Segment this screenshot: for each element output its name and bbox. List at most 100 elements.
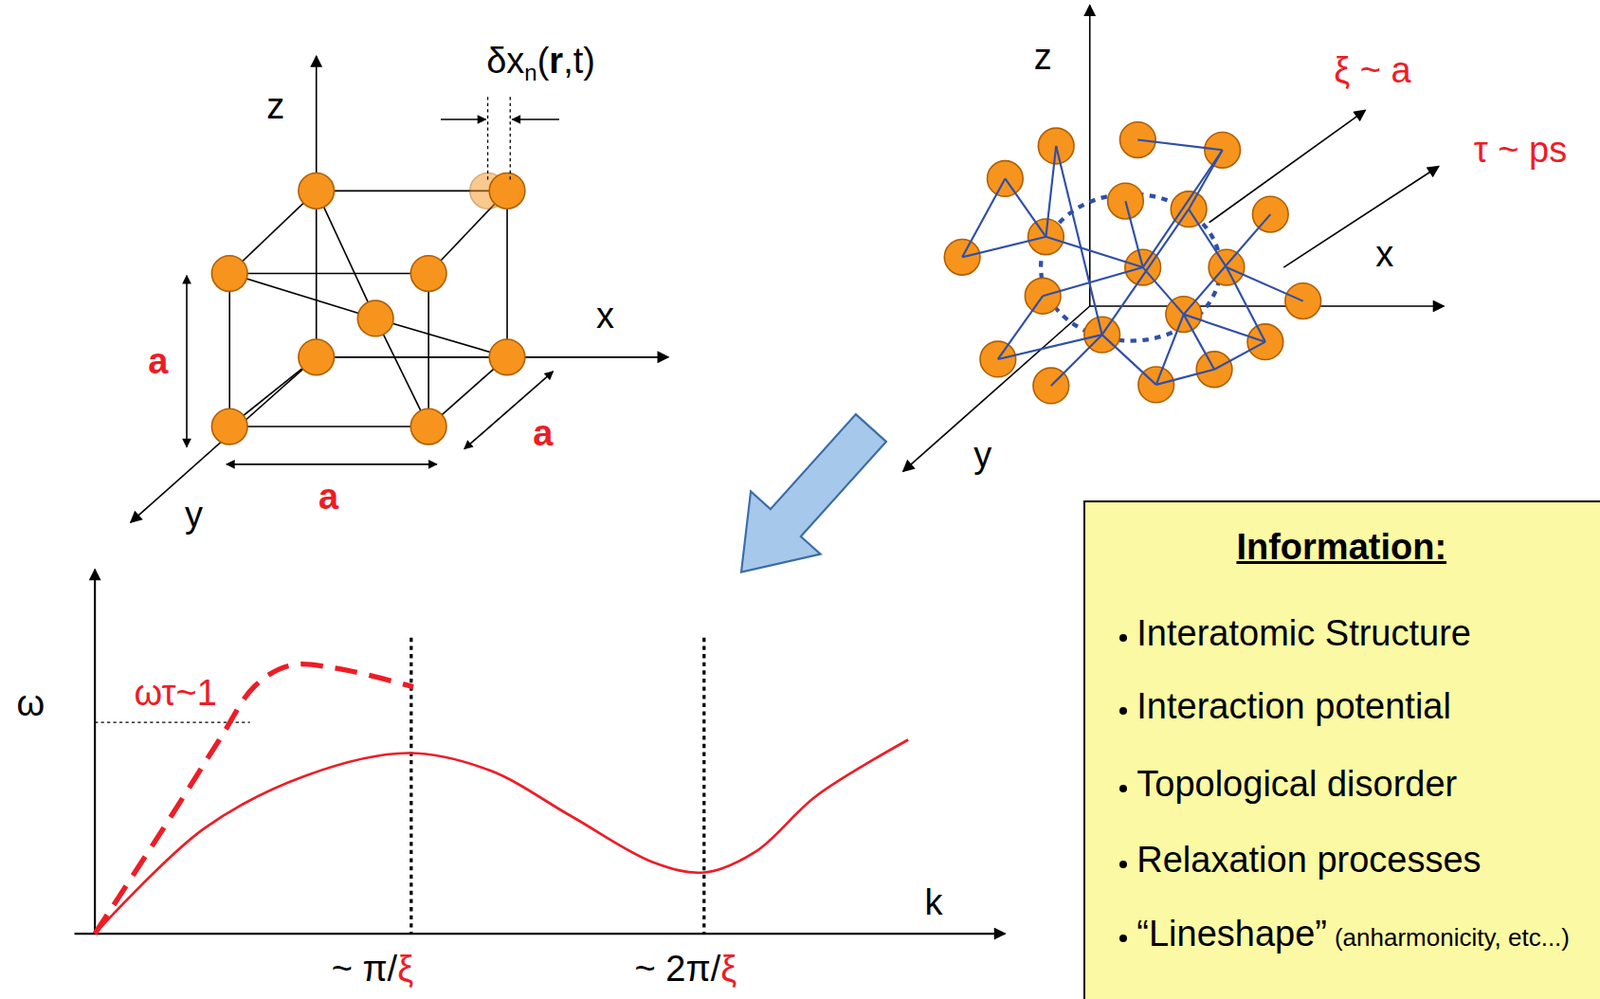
label-part: ~ 2π/: [635, 948, 722, 989]
axis-label: z: [1034, 37, 1053, 78]
transition-arrow: [706, 396, 906, 603]
displacement-arrow: [440, 118, 486, 121]
bullet-text: Interaction potential: [1136, 686, 1452, 727]
cube-edge: [228, 273, 231, 427]
bullet-text: Relaxation processes: [1136, 839, 1481, 880]
bullet-text: Interatomic Structure: [1136, 613, 1472, 654]
high-frequency-curve: [94, 664, 414, 934]
bond: [1156, 314, 1184, 385]
bond: [962, 178, 1005, 257]
z-axis: [1089, 4, 1091, 307]
axis-label: a: [532, 414, 553, 455]
axis-label: a: [147, 342, 168, 382]
displacement-guide: [509, 96, 511, 182]
label-group: ~ 2π/ξ: [635, 949, 738, 990]
label-part: ,t): [563, 40, 596, 81]
omega-axis: [93, 569, 96, 934]
bond: [1045, 145, 1056, 237]
axis-label: x: [596, 296, 615, 337]
bond: [1214, 342, 1266, 370]
bond: [1055, 145, 1102, 335]
bullet-row: Interaction potential: [1119, 686, 1595, 728]
cube-edge: [316, 190, 376, 319]
axis-label: a: [318, 477, 339, 518]
bullet-text: (anharmonicity, etc...): [1334, 923, 1570, 952]
bullet: [1119, 860, 1128, 869]
atom: [357, 300, 394, 337]
cube-edge: [427, 273, 430, 427]
bond: [1102, 209, 1190, 335]
bullet-text: Topological disorder: [1136, 763, 1457, 804]
dimension-arrow: [185, 275, 188, 448]
bond: [1183, 214, 1272, 314]
axis-label: τ ~ ps: [1473, 130, 1567, 171]
atom: [1119, 122, 1156, 159]
bullet-row: Relaxation processes: [1119, 839, 1595, 882]
box-heading: Information:: [1085, 527, 1598, 569]
axis-label: ω: [16, 684, 45, 725]
axis-label: z: [266, 87, 285, 128]
cube-edge: [506, 190, 509, 357]
cube-edge: [229, 425, 429, 428]
axis-label: y: [184, 495, 203, 536]
bullet-row: Topological disorder: [1119, 763, 1595, 806]
cube-edge: [229, 272, 429, 275]
cube-edge: [229, 273, 376, 319]
bond: [1045, 236, 1143, 268]
bond: [1143, 267, 1184, 315]
atom: [211, 408, 248, 445]
bond: [1102, 334, 1157, 385]
dispersion-plot: [74, 569, 1006, 934]
dispersion-curve: [94, 740, 909, 935]
cube-edge: [375, 318, 508, 358]
bullet: [1119, 934, 1128, 943]
atom: [489, 339, 526, 376]
zone-boundary: [409, 637, 413, 934]
axis-label: ωτ~1: [133, 673, 217, 714]
axis-label: x: [1375, 235, 1394, 275]
bond: [1143, 149, 1223, 268]
label-group: ~ π/ξ: [331, 949, 415, 990]
axis-label: ξ ~ a: [1333, 51, 1411, 91]
x-axis: [1090, 305, 1445, 308]
bullet: [1119, 634, 1128, 642]
axis-label: y: [973, 436, 992, 476]
label-part: ξ: [397, 948, 414, 989]
atom: [410, 255, 447, 292]
bond: [998, 295, 1043, 360]
amorphous-cluster: [903, 4, 1445, 472]
displacement-guide: [487, 96, 489, 182]
label-part: ~ π/: [331, 948, 399, 989]
bond: [1188, 149, 1223, 209]
length-scale-arrow: [1209, 109, 1366, 222]
label-part: δx: [486, 40, 525, 81]
label-part: n: [524, 59, 537, 86]
info-box: Information: Interatomic StructureInterac…: [1083, 500, 1600, 999]
bullet: [1119, 784, 1128, 793]
displacement-arrow: [511, 118, 560, 121]
atom: [298, 173, 335, 210]
k-axis: [74, 932, 1006, 935]
atom: [410, 408, 447, 445]
bond: [1183, 314, 1215, 370]
label-part: ξ: [720, 948, 737, 989]
bond: [1042, 267, 1144, 296]
bond: [1226, 267, 1304, 302]
atom: [211, 255, 248, 292]
atom: [489, 173, 526, 210]
crystal-lattice: [130, 55, 669, 523]
bond: [1004, 178, 1046, 237]
bond: [962, 236, 1046, 258]
time-scale-arrow: [1283, 166, 1439, 269]
axis-label: k: [925, 883, 944, 924]
bullet-text: “Lineshape”: [1136, 913, 1328, 954]
y-axis: [130, 357, 317, 523]
bond: [1125, 200, 1143, 268]
zone-boundary: [702, 637, 706, 934]
bond: [1137, 140, 1222, 151]
label-group: δxn(r,t): [486, 41, 596, 86]
label-part: r: [548, 40, 564, 81]
label-part: (: [537, 40, 550, 81]
bond: [1051, 334, 1103, 386]
